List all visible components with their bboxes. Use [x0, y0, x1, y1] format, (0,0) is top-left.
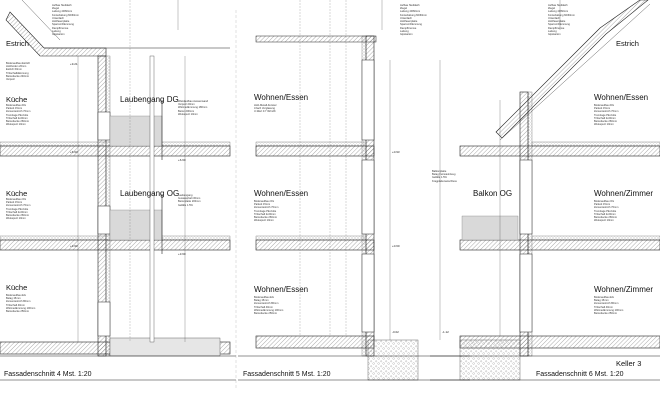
- elevation-marker: +6.93: [70, 150, 78, 154]
- room-label: Küche: [6, 189, 28, 198]
- section-title: Fassadenschnitt 4 Mst. 1:20: [4, 371, 92, 378]
- room-label: Wohnen/Essen: [254, 189, 309, 198]
- room-label: Balkon OG: [473, 189, 513, 198]
- room-label: Wohnen/Zimmer: [594, 285, 653, 294]
- room-label: Wohnen/Zimmer: [594, 189, 653, 198]
- layer-note: Bodenaufbau EG Belag 15mm Zementestrich …: [254, 296, 284, 316]
- elevation-marker: +9.21: [70, 62, 78, 66]
- elevation-marker: +6.60: [178, 158, 186, 162]
- floor-slab: [0, 239, 231, 251]
- room-label: Estrich: [6, 39, 29, 48]
- section-title: Fassadenschnitt 6 Mst. 1:20: [536, 371, 624, 378]
- layer-note: Bodenaufbau DG Parkett 15mm Zementestric…: [594, 104, 619, 127]
- room-label: Küche: [6, 283, 28, 292]
- elevation-marker: -0.02: [392, 330, 399, 334]
- layer-note: Bodenaufbau OG Parkett 15mm Zementestric…: [6, 198, 31, 221]
- elevation-marker: +0.60: [392, 244, 400, 248]
- room-label: Estrich: [616, 39, 639, 48]
- window: [97, 205, 111, 235]
- window: [519, 253, 533, 333]
- layer-note: Bodenaufbau EG Belag 15mm Zementestrich …: [594, 296, 624, 316]
- layer-note: Aufbau Steildach Ziegel Lattung 40/60mm …: [548, 4, 575, 37]
- room-label: Wohnen/Essen: [594, 93, 649, 102]
- floor-slab: [255, 145, 375, 157]
- elevation-marker: -1.12: [442, 330, 449, 334]
- ground-slab: [255, 335, 375, 349]
- window: [519, 159, 533, 235]
- window: [361, 159, 375, 235]
- layer-note: Bodenaufbau EG Belag 15mm Zementestrich …: [6, 294, 36, 314]
- room-label: Laubengang OG: [120, 189, 180, 198]
- layer-note: Bodenaufbau OG Parkett 15mm Zementestric…: [594, 200, 619, 223]
- room-label: Keller 3: [616, 359, 642, 368]
- window: [361, 253, 375, 333]
- elevation-marker: +3.60: [178, 252, 186, 256]
- section-title: Fassadenschnitt 5 Mst. 1:20: [243, 371, 331, 378]
- floor-slab: [459, 239, 660, 251]
- room-label: Wohnen/Essen: [254, 285, 309, 294]
- layer-note: Laubengang Gussasphalt 30mm Betonplatte …: [178, 194, 201, 207]
- floor-slab: [0, 145, 231, 157]
- window: [361, 59, 375, 141]
- layer-note: Aufbau Steildach Ziegel Lattung 40/60mm …: [400, 4, 427, 37]
- layer-note: Bodenaufbau Estrich Holzboden 20mm Estri…: [6, 62, 31, 82]
- elevation-marker: +3.93: [70, 244, 78, 248]
- elevation-marker: +0.93: [392, 150, 400, 154]
- layer-note: Balkonplatte Belag Feinsteinzeug Gefälle…: [432, 170, 457, 183]
- window: [97, 111, 111, 141]
- layer-note: Bodenaufbau DG Parkett 15mm Zementestric…: [6, 104, 31, 127]
- section-4: [0, 0, 231, 357]
- floor-slab: [459, 145, 660, 157]
- floor-slab: [255, 239, 375, 251]
- layer-note: Aufbau Steildach Ziegel Lattung 40/60mm …: [52, 4, 79, 37]
- layer-note: Wandaufbau Aussenwand Verputz 20mm Wärme…: [178, 100, 209, 116]
- room-label: Wohnen/Essen: [254, 93, 309, 102]
- section-6: [439, 0, 660, 381]
- window: [97, 301, 111, 337]
- room-label: Laubengang DG: [120, 95, 179, 104]
- layer-note: Holz-Metall-Fenster 3-fach Verglasung U-…: [254, 104, 277, 114]
- room-label: Küche: [6, 95, 28, 104]
- section-5: [255, 0, 419, 381]
- layer-note: Bodenaufbau OG Parkett 15mm Zementestric…: [254, 200, 279, 223]
